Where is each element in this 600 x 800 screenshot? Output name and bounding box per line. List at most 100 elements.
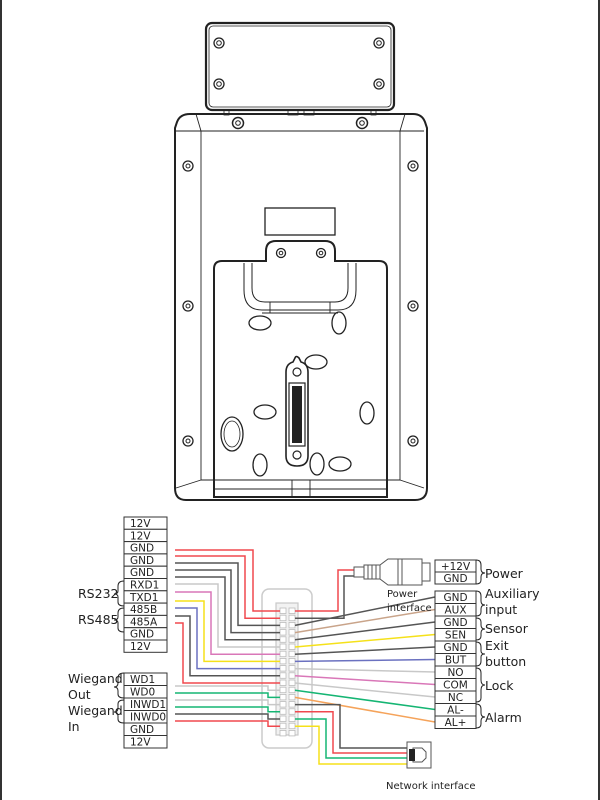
wire bbox=[295, 711, 407, 754]
wire bbox=[294, 633, 436, 648]
terminal: INWD1 bbox=[123, 697, 168, 711]
pin bbox=[279, 643, 287, 650]
main-body bbox=[174, 113, 428, 501]
terminal-label: BUT bbox=[445, 655, 467, 667]
pin bbox=[288, 701, 296, 708]
terminal: GND bbox=[434, 640, 477, 654]
terminal-label: GND bbox=[130, 555, 154, 567]
terminal: COM bbox=[434, 678, 477, 692]
pin bbox=[279, 636, 287, 643]
left-braces bbox=[113, 580, 125, 724]
screw-icon bbox=[213, 78, 225, 90]
pin bbox=[288, 679, 296, 686]
wire bbox=[175, 685, 280, 691]
aux-label-2: input bbox=[485, 602, 517, 617]
terminal-label: 485A bbox=[130, 616, 158, 628]
alarm-label: Alarm bbox=[485, 710, 522, 725]
terminal-label: AUX bbox=[444, 605, 466, 617]
terminal-label: AL+ bbox=[445, 717, 467, 729]
wire bbox=[294, 675, 436, 686]
network-interface-label: Network interface bbox=[386, 781, 476, 792]
terminal-label: COM bbox=[443, 680, 468, 692]
brace-rs232 bbox=[113, 580, 125, 607]
wire bbox=[294, 608, 436, 634]
terminal-label: GND bbox=[130, 724, 154, 736]
terminal-label: SEN bbox=[445, 630, 466, 642]
wire bbox=[295, 575, 354, 619]
pin bbox=[279, 686, 287, 694]
wire bbox=[175, 576, 280, 641]
wiegand-in-label-2: In bbox=[68, 719, 80, 734]
pin bbox=[288, 650, 296, 658]
terminal: WD1 bbox=[123, 672, 168, 686]
terminal-label: RXD1 bbox=[130, 580, 159, 592]
pin bbox=[279, 722, 287, 730]
pin bbox=[279, 672, 287, 679]
terminal: 485A bbox=[123, 614, 168, 628]
wire bbox=[294, 596, 436, 627]
terminal: WD0 bbox=[123, 685, 168, 699]
central-connector bbox=[261, 588, 313, 749]
pin bbox=[279, 614, 287, 622]
pin bbox=[279, 650, 287, 658]
pin bbox=[288, 629, 296, 636]
terminal-label: WD0 bbox=[130, 687, 155, 699]
terminal: 12V bbox=[123, 528, 168, 542]
terminal-label: GND bbox=[130, 543, 154, 555]
brace-wiegand-out bbox=[113, 672, 125, 699]
wire bbox=[175, 600, 280, 663]
terminal-label: TXD1 bbox=[129, 592, 158, 604]
terminal-label: GND bbox=[443, 592, 467, 604]
wiegand-out-label-1: Wiegand bbox=[68, 671, 123, 686]
screw-icon bbox=[407, 160, 419, 172]
aux-label-1: Auxiliary bbox=[485, 586, 540, 601]
pin bbox=[279, 629, 287, 636]
terminal: GND bbox=[123, 627, 168, 641]
terminal: GND bbox=[434, 615, 477, 629]
rs485-label: RS485 bbox=[78, 612, 118, 627]
terminal: GND bbox=[123, 565, 168, 579]
wire bbox=[175, 622, 280, 684]
terminal-label: 12V bbox=[130, 530, 151, 542]
terminal: GND bbox=[434, 590, 477, 604]
power-label: Power bbox=[485, 566, 524, 581]
terminal: NC bbox=[434, 690, 477, 704]
screw-icon bbox=[231, 116, 245, 130]
pin bbox=[288, 607, 296, 614]
terminal: INWD0 bbox=[123, 710, 168, 724]
terminal-label: 12V bbox=[130, 518, 151, 530]
screw-icon bbox=[315, 247, 327, 259]
pin bbox=[288, 686, 296, 694]
terminal-label: GND bbox=[443, 642, 467, 654]
wire bbox=[175, 699, 280, 706]
wire bbox=[175, 615, 280, 677]
pin bbox=[288, 715, 296, 722]
wire bbox=[175, 549, 280, 612]
terminal-label: NC bbox=[448, 692, 463, 704]
terminal-label: GND bbox=[130, 567, 154, 579]
wiegand-out-label-2: Out bbox=[68, 687, 91, 702]
pin bbox=[288, 672, 296, 679]
terminal: AL- bbox=[434, 703, 477, 717]
terminal: 485B bbox=[123, 602, 168, 616]
pin bbox=[288, 694, 296, 701]
terminal: GND bbox=[123, 722, 168, 736]
right-braces bbox=[475, 559, 486, 729]
terminal-label: 12V bbox=[130, 737, 151, 749]
terminal: AL+ bbox=[434, 715, 477, 729]
terminal: BUT bbox=[434, 653, 477, 667]
screw-icon bbox=[373, 78, 385, 90]
brace-wiegand-in bbox=[113, 699, 125, 724]
terminal: 12V bbox=[123, 639, 168, 653]
terminal-label: AL- bbox=[447, 705, 464, 717]
wire bbox=[295, 725, 407, 765]
network-port-icon bbox=[406, 741, 432, 769]
screw-icon bbox=[182, 435, 194, 447]
screw-icon bbox=[355, 116, 369, 130]
wire bbox=[175, 591, 280, 655]
pin bbox=[288, 665, 296, 672]
